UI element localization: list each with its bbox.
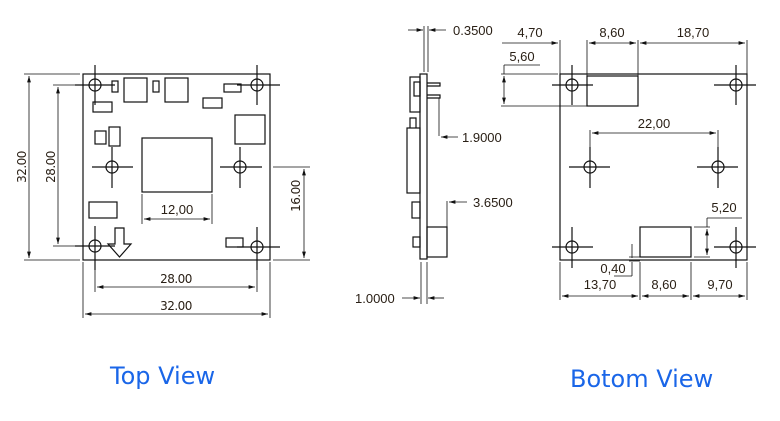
bottom-mounting-holes xyxy=(552,65,756,268)
dim-bottom-mid: 8,60 xyxy=(651,277,676,292)
dim-side-connector: 3.6500 xyxy=(473,195,513,210)
dim-chip-width: 12,00 xyxy=(161,202,194,217)
top-view-drawing: 32.00 28.00 16.00 12,00 28.00 32.00 xyxy=(15,65,310,318)
dim-offset-right: 16.00 xyxy=(289,180,303,212)
bottom-view-board xyxy=(559,73,748,261)
top-connector xyxy=(586,75,639,107)
bottom-view-drawing: 4,70 8,60 18,70 5,60 22,00 5,20 0,40 13,… xyxy=(501,25,756,300)
dim-width-outer: 32.00 xyxy=(160,299,192,313)
dim-top-mid: 8,60 xyxy=(599,25,624,40)
side-components xyxy=(406,76,448,258)
bottom-view-title: Botom View xyxy=(570,365,714,393)
dim-left-height: 5,60 xyxy=(509,49,534,64)
dim-gap: 0,40 xyxy=(600,261,625,276)
side-view-drawing: 0.3500 1.9000 3.6500 1.0000 xyxy=(355,23,513,306)
dim-side-top: 0.3500 xyxy=(453,23,493,38)
dim-side-pcb: 1.0000 xyxy=(355,291,395,306)
dim-side-pins: 1.9000 xyxy=(462,130,502,145)
components xyxy=(88,77,266,248)
dim-height-holes: 28.00 xyxy=(44,151,58,183)
dim-bottom-right: 9,70 xyxy=(707,277,732,292)
dim-width-holes: 28.00 xyxy=(160,272,192,286)
mounting-holes xyxy=(75,65,280,270)
dim-bottom-left: 13,70 xyxy=(584,277,617,292)
dim-top-left: 4,70 xyxy=(517,25,542,40)
top-view-title: Top View xyxy=(110,362,216,390)
dim-hole-spacing: 22,00 xyxy=(638,116,671,131)
dim-height-outer: 32.00 xyxy=(15,151,29,183)
side-pcb xyxy=(419,73,428,260)
orientation-arrow-icon xyxy=(106,227,133,258)
dim-right-height: 5,20 xyxy=(711,200,736,215)
top-view-board xyxy=(82,73,271,261)
dim-top-right: 18,70 xyxy=(677,25,710,40)
main-chip xyxy=(141,137,213,193)
bottom-connector xyxy=(639,226,692,258)
